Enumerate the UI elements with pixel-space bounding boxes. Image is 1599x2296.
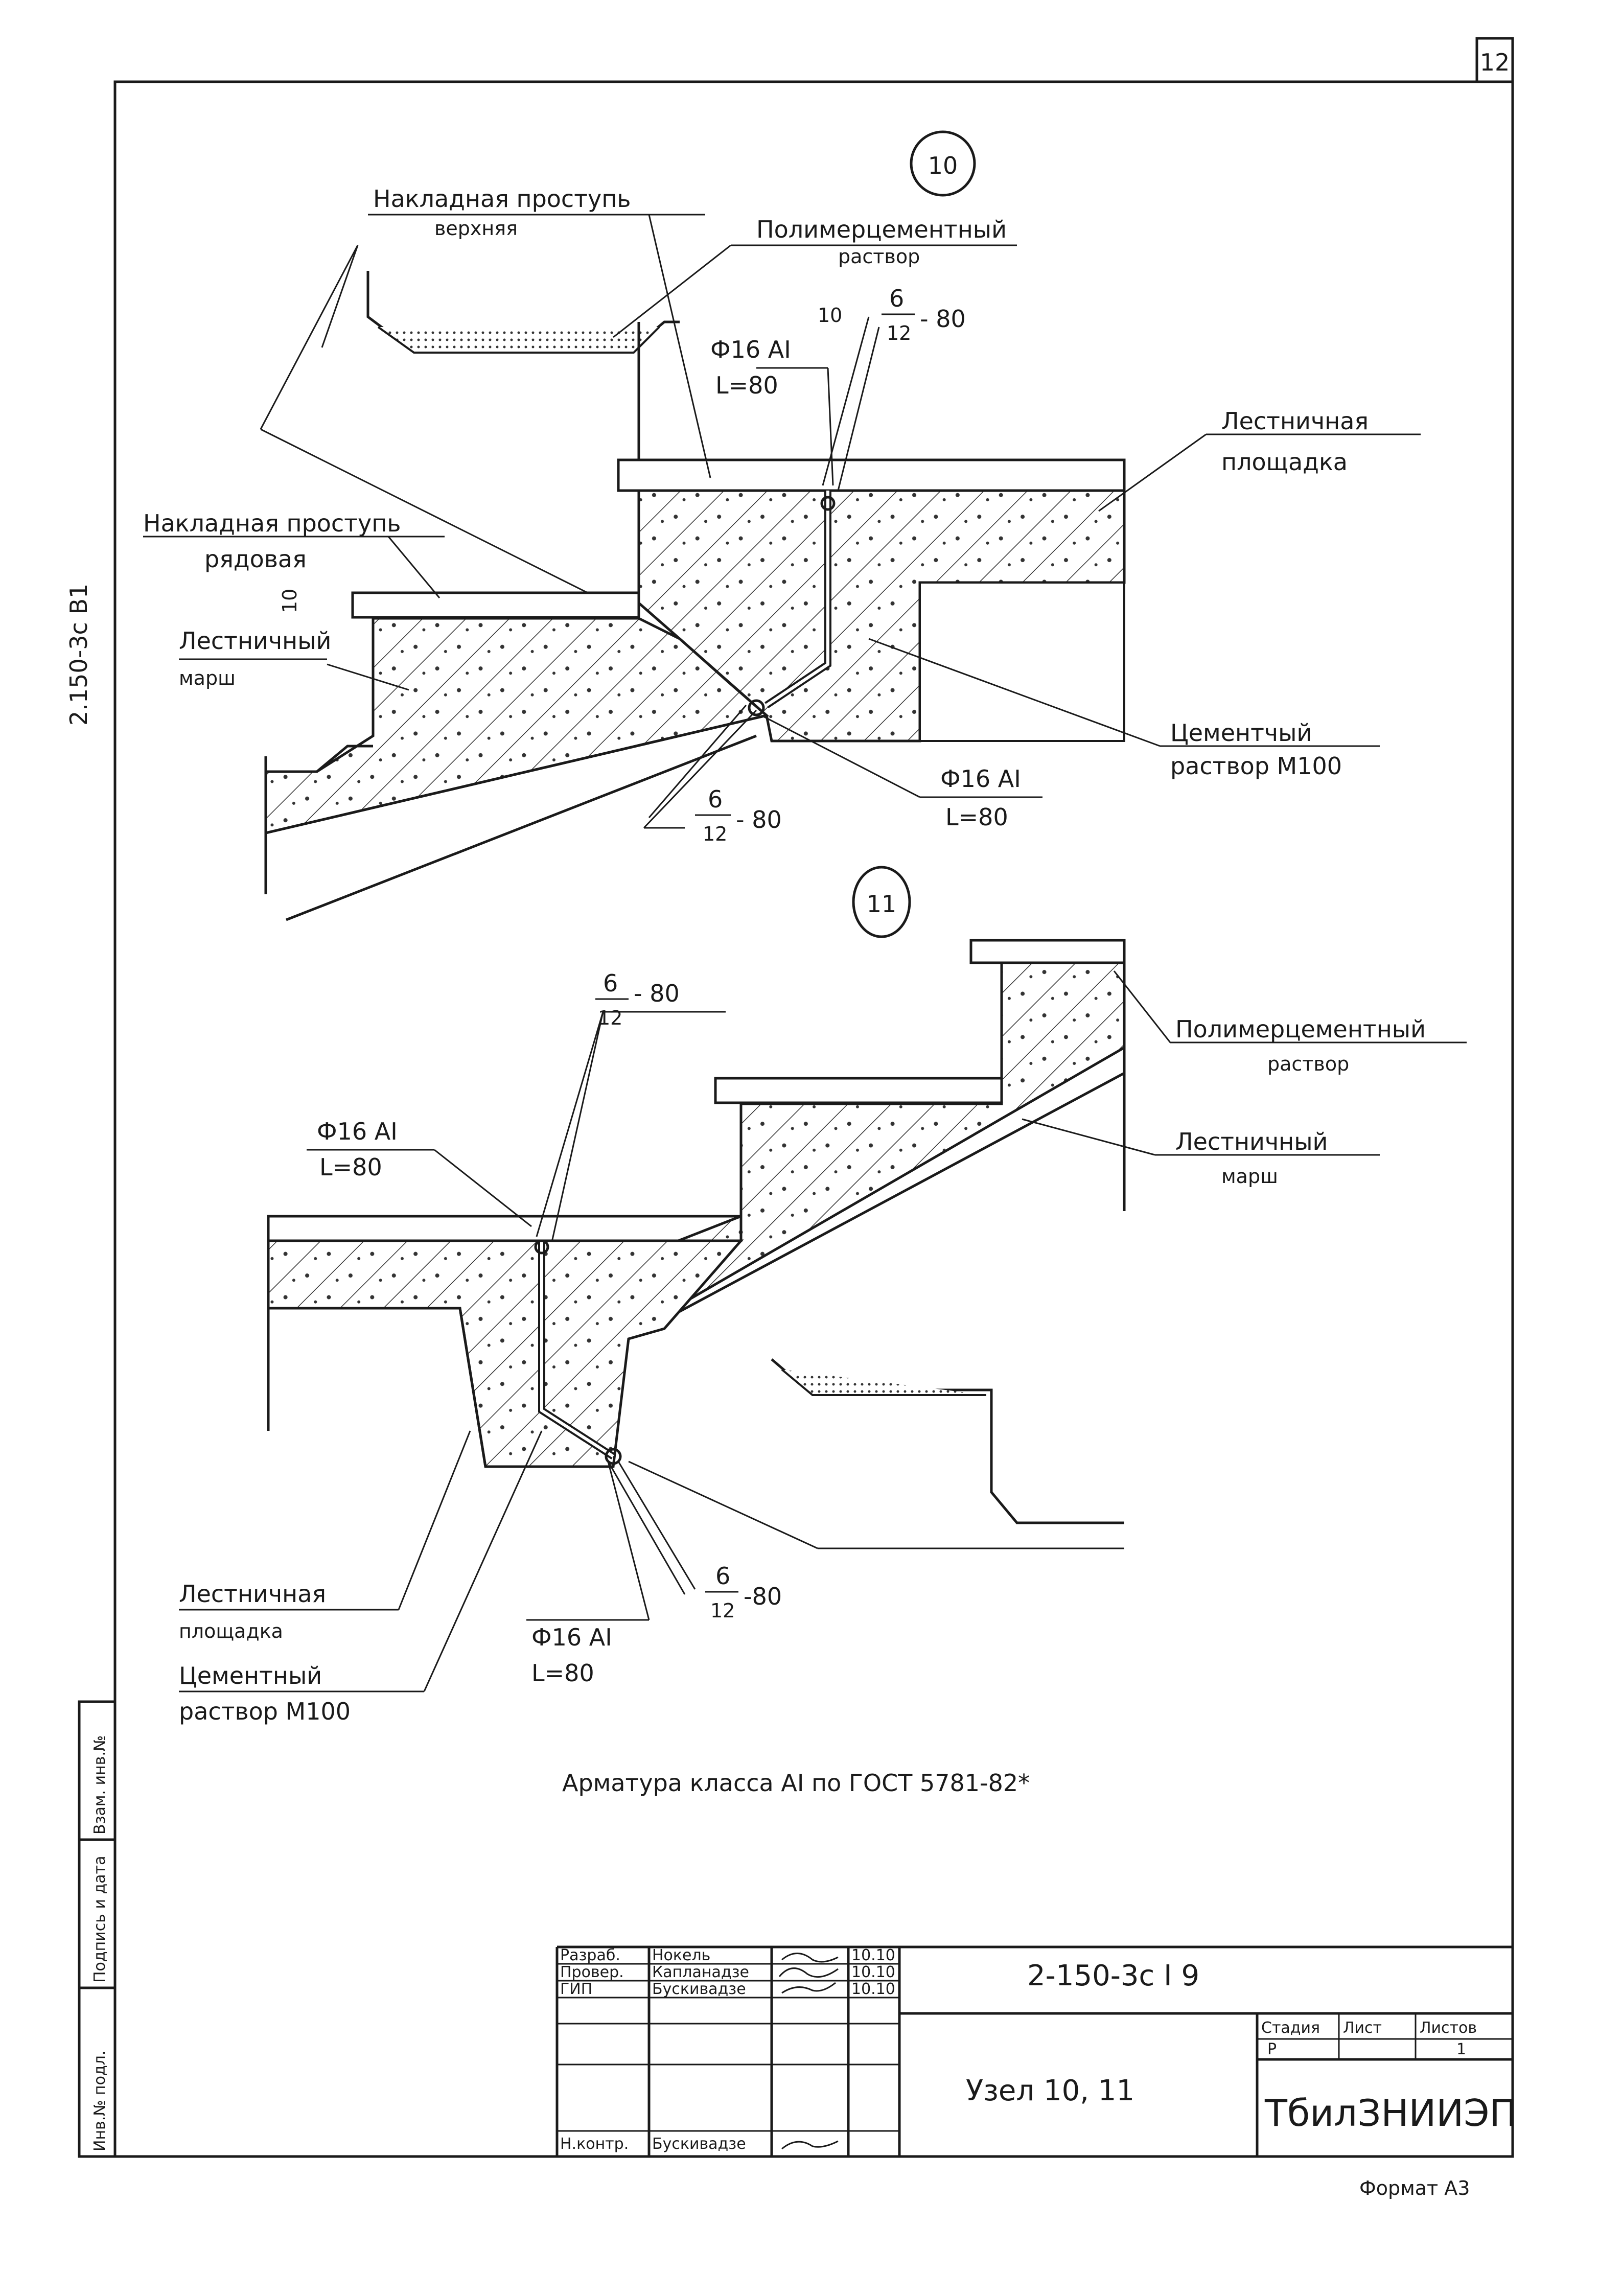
node-10-marker [910, 130, 976, 197]
sheet-frame [113, 80, 1514, 2158]
tb-title: Узел 10, 11 [966, 2074, 1134, 2107]
rebar-note: Арматура класса АI по ГОСТ 5781-82* [562, 1769, 1030, 1797]
tb-name-1: Нокель [652, 1946, 710, 1964]
n10-landing-label-1: Лестничная [1221, 407, 1369, 435]
n10-landing-label-2: площадка [1221, 448, 1348, 476]
n10-mesh-top-step: - 80 [920, 305, 966, 333]
n11-cement-label-2: раствор М100 [179, 1698, 351, 1725]
n10-row-tread-label-1: Накладная проступь [143, 509, 401, 537]
n11-polymer-label-1: Полимерцементный [1175, 1015, 1426, 1043]
n10-mesh-top-num: 6 [889, 285, 904, 312]
n10-rebar-bot-label-2: L=80 [945, 803, 1008, 831]
n10-dim-10: 10 [818, 304, 842, 327]
n11-top-tread [969, 939, 1126, 964]
tb-code: 2-150-3с I 9 [1027, 1959, 1199, 1992]
tb-org: ТбилЗНИИЭП [1264, 2092, 1517, 2135]
n10-row-tread [351, 591, 640, 619]
tb-date-3: 10.10 [851, 1980, 895, 1998]
tb-name-3: Бускивадзе [652, 1980, 746, 1998]
n11-flight-label-1: Лестничный [1175, 1128, 1328, 1155]
n10-landing-plate [617, 458, 1126, 492]
tb-role-1: Разраб. [560, 1946, 620, 1964]
n10-rebar-top-label-1: Ф16 АI [710, 336, 791, 363]
side-stamp-inv: Инв.№ подл. [91, 2051, 109, 2151]
side-code: 2.150-3с В1 [65, 584, 92, 726]
n11-mesh-top-step: - 80 [634, 980, 680, 1007]
n10-upper-mortar [377, 326, 660, 354]
n10-mesh-bot-num: 6 [708, 785, 723, 813]
tb-sheets-total: 1 [1456, 2040, 1466, 2058]
n10-upper-tread-label-1: Накладная проступь [373, 185, 631, 213]
n11-cement-label-1: Цементный [179, 1662, 322, 1689]
n11-rebar-bot-label-2: L=80 [531, 1659, 594, 1687]
n10-flight-label-2: марш [179, 667, 236, 689]
node-10: 10 [143, 130, 1421, 921]
n11-rebar-bot-label-1: Ф16 АI [531, 1624, 612, 1651]
sheet-format: Формат А3 [1359, 2177, 1470, 2199]
sheet-number: 12 [1480, 49, 1510, 76]
n11-rebar-top-label-2: L=80 [319, 1153, 382, 1181]
n10-polymer-label-1: Полимерцементный [756, 216, 1007, 243]
n11-mesh-top-den: 12 [598, 1007, 622, 1029]
n10-flight-concrete [264, 617, 770, 835]
n11-mesh-top-num: 6 [603, 969, 618, 997]
n10-landing-concrete [637, 489, 1126, 743]
n10-row-tread-label-2: рядовая [204, 545, 307, 573]
title-block: Разраб. Нокель 10.10 Провер. Капланадзе … [555, 1945, 1517, 2156]
tb-signature-2 [778, 1967, 839, 1978]
tb-name-2: Капланадзе [652, 1963, 749, 1981]
tb-signature-1 [781, 1953, 839, 1963]
n10-upper-tread-label-2: верхняя [434, 217, 518, 240]
n11-rebar-top-label-1: Ф16 АI [317, 1118, 398, 1145]
n11-mesh-bot-step: -80 [744, 1583, 782, 1610]
n11-flight-label-2: марш [1221, 1165, 1278, 1188]
tb-signature-3 [781, 1982, 836, 1994]
tb-stage: Р [1267, 2040, 1277, 2058]
n10-mesh-bot-step: - 80 [736, 806, 782, 833]
tb-sheets-header: Листов [1420, 2019, 1477, 2037]
node-11-marker [852, 866, 911, 938]
n11-mesh-bot-den: 12 [710, 1599, 735, 1622]
tb-sheet-header: Лист [1343, 2019, 1382, 2037]
tb-date-1: 10.10 [851, 1946, 895, 1964]
n11-landing-label-1: Лестничная [179, 1580, 326, 1608]
n11-mid-tread [714, 1077, 1003, 1104]
n11-landing-label-2: площадка [179, 1620, 283, 1642]
tb-role-6: Н.контр. [560, 2135, 629, 2153]
tb-date-2: 10.10 [851, 1963, 895, 1981]
side-stamp: Инв.№ подл. Подпись и дата Взам. инв.№ [78, 1700, 117, 2158]
side-stamp-replace: Взам. инв.№ [91, 1735, 109, 1835]
n11-polymer-label-2: раствор [1267, 1053, 1349, 1075]
node-10-marker-text: 10 [928, 152, 958, 179]
n10-dim-10b: 10 [279, 589, 301, 613]
n11-landing-plate [267, 1215, 743, 1242]
n11-landing-concrete [267, 1239, 744, 1468]
n10-mesh-top-den: 12 [887, 322, 911, 344]
node-11: 11 [179, 866, 1467, 1725]
n10-mesh-bot-den: 12 [703, 823, 727, 845]
tb-role-3: ГИП [560, 1980, 592, 1998]
n11-mesh-bot-num: 6 [715, 1562, 730, 1590]
n10-polymer-label-2: раствор [838, 245, 920, 268]
sheet-number-box [1475, 37, 1514, 83]
n10-rebar-top-label-2: L=80 [715, 372, 778, 399]
tb-role-2: Провер. [560, 1963, 624, 1981]
n10-flight-label-1: Лестничный [179, 627, 331, 655]
tb-signature-6 [781, 2140, 839, 2150]
n10-cement-label-2: раствор М100 [1170, 752, 1342, 780]
n10-rebar-bot-label-1: Ф16 АI [940, 765, 1021, 793]
node-11-marker-text: 11 [867, 890, 897, 918]
tb-stage-header: Стадия [1261, 2019, 1320, 2037]
tb-name-6: Бускивадзе [652, 2135, 746, 2153]
n10-cement-label-1: Цементчый [1170, 719, 1312, 747]
side-stamp-sign: Подпись и дата [91, 1856, 109, 1983]
